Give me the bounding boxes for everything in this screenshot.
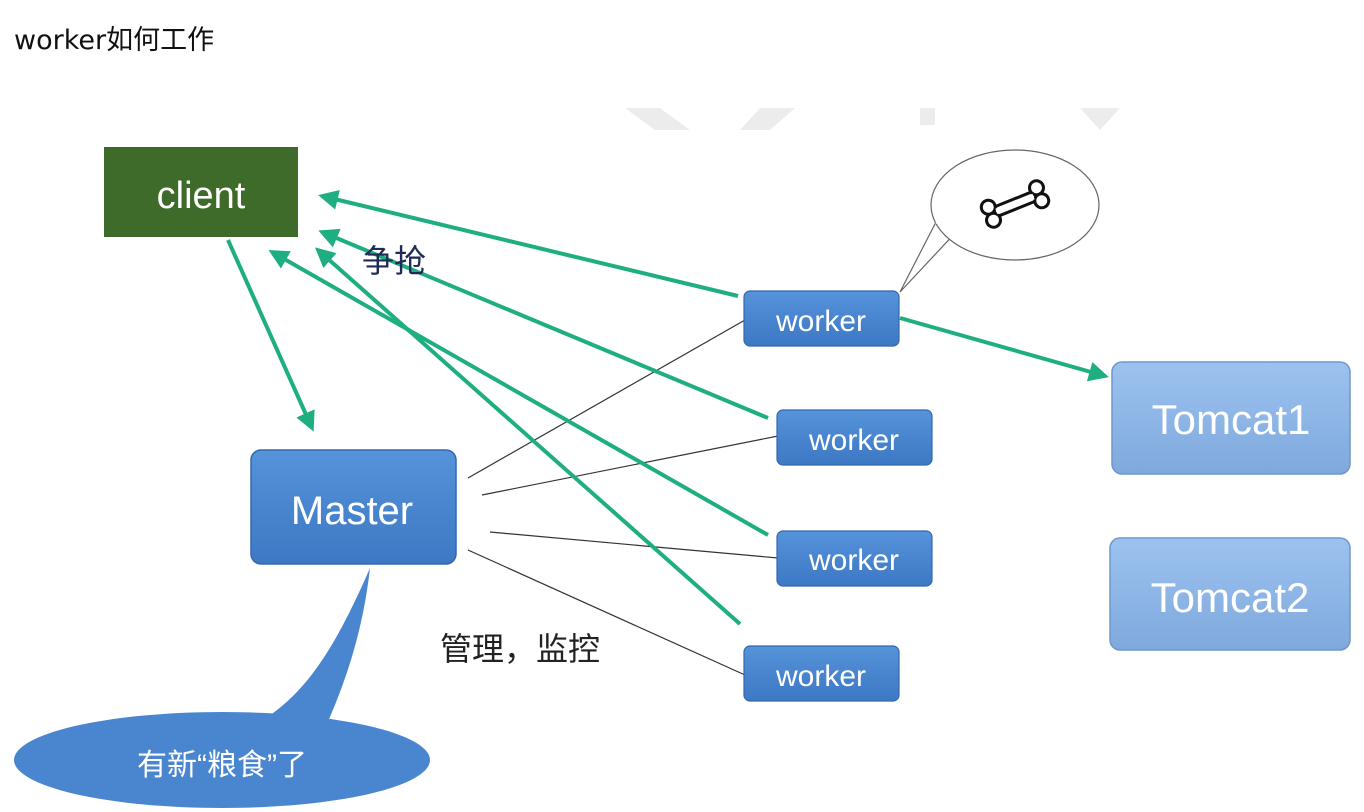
worker-label-4: worker (775, 660, 866, 693)
worker-node-2: worker (776, 409, 933, 466)
watermark-marks (625, 108, 1120, 130)
compete-label: 争抢 (362, 242, 426, 280)
bone-icon (979, 179, 1051, 229)
manage-line-4 (467, 549, 746, 676)
arrow-client-to-master (226, 239, 315, 432)
tomcat2-node: Tomcat2 (1109, 537, 1351, 651)
management-lines (467, 319, 779, 676)
worker-label-2: worker (808, 424, 899, 457)
page-title: worker如何工作 (14, 25, 215, 56)
manage-line-3 (489, 531, 779, 559)
manage-label: 管理，监控 (440, 630, 600, 668)
tomcat1-node: Tomcat1 (1111, 361, 1351, 475)
manage-line-2 (481, 435, 779, 496)
arrow-worker2-to-client (318, 228, 769, 420)
worker-label-1: worker (775, 305, 866, 338)
client-node: client (104, 147, 298, 237)
arrow-worker1-to-tomcat1 (899, 316, 1109, 382)
arrow-worker1-to-client (318, 190, 739, 298)
speech-bubble: 有新“粮食”了 (14, 568, 430, 808)
worker-node-3: worker (776, 530, 933, 587)
compete-arrows (226, 190, 1109, 626)
tomcat2-label: Tomcat2 (1151, 574, 1310, 621)
client-label: client (157, 175, 246, 217)
master-node: Master (250, 449, 457, 565)
worker-node-1: worker (743, 290, 900, 347)
worker-label-3: worker (808, 544, 899, 577)
new-food-label: 有新“粮食”了 (137, 749, 307, 782)
manage-line-1 (467, 319, 746, 479)
arrow-worker4-to-client (315, 247, 742, 626)
tomcat1-label: Tomcat1 (1152, 396, 1311, 443)
master-label: Master (291, 489, 413, 533)
arrow-worker3-to-client (268, 250, 769, 537)
thought-bubble (899, 149, 1100, 293)
worker-node-4: worker (743, 645, 900, 702)
